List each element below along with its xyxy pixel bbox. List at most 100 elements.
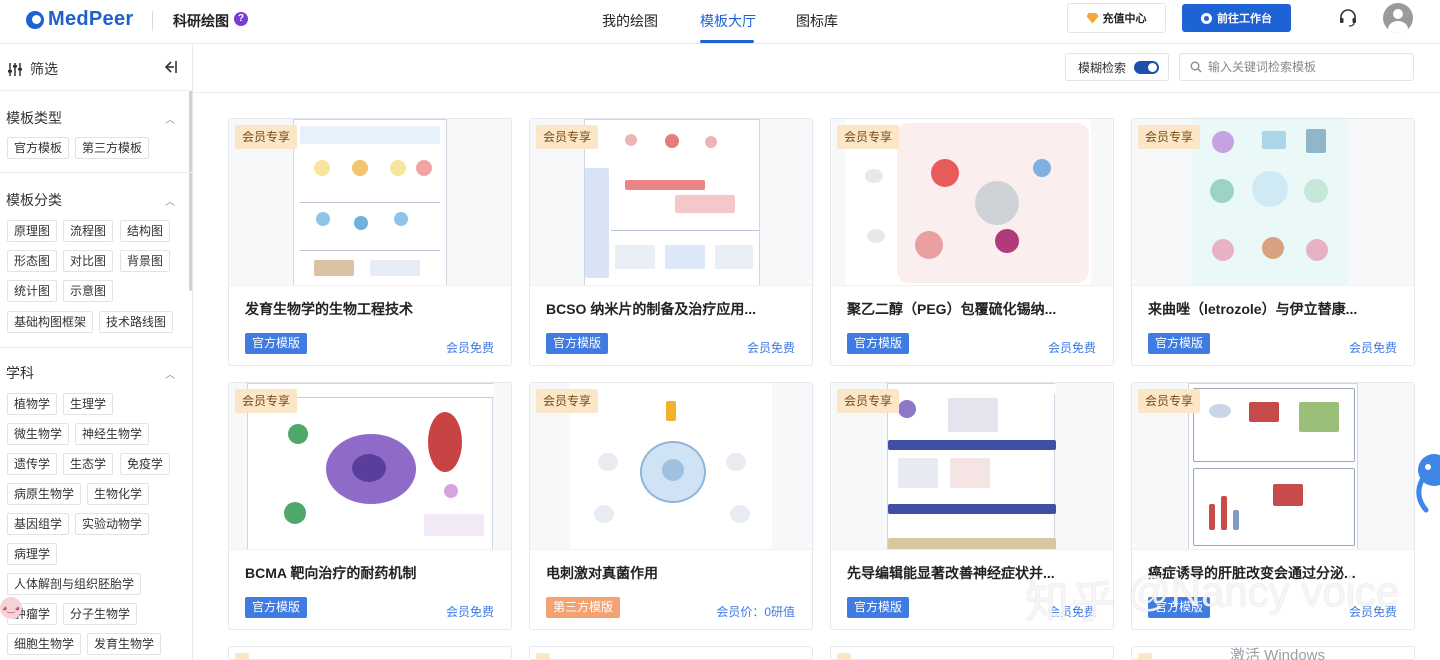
template-thumbnail[interactable] [530, 119, 812, 286]
template-source-tag: 官方模版 [1148, 333, 1211, 354]
header-divider [152, 11, 153, 31]
section-title-template-type: 模板类型 [6, 110, 62, 126]
template-card[interactable]: 会员专享 电刺激对真菌作用 第三方模版 会员价：0研值 [529, 382, 813, 630]
chevron-up-icon[interactable]: ︿ [165, 115, 175, 126]
section-title-template-category: 模板分类 [6, 192, 62, 208]
template-card[interactable] [228, 646, 512, 660]
medpeer-logo-icon [26, 10, 44, 29]
mascot-icon[interactable] [1412, 450, 1440, 514]
nav-template-hall[interactable]: 模板大厅 [700, 13, 756, 29]
template-preview-image [584, 119, 760, 285]
author-watermark: @Nancy voice [1128, 568, 1400, 615]
tag-category[interactable]: 基础构图框架 [7, 311, 94, 333]
template-card[interactable]: 会员专享 癌症诱导的肝脏改变会通过分泌... 官方模版 会员免费 [1131, 382, 1415, 630]
member-exclusive-badge: 会员专享 [837, 389, 900, 413]
toggle-switch[interactable] [1134, 60, 1160, 74]
search-icon [1190, 61, 1202, 73]
fuzzy-search-toggle[interactable]: 模糊检索 [1065, 53, 1169, 81]
template-card[interactable]: 会员专享 发育生物学的生物工程技术 官方模版 会员免费 [228, 118, 512, 366]
tag-discipline[interactable]: 基因组学 [7, 513, 70, 535]
chat-bubble-icon[interactable]: ◕‿◕ [0, 597, 22, 619]
collapse-sidebar-icon[interactable] [162, 59, 178, 75]
member-exclusive-badge [837, 653, 851, 659]
template-source-tag: 官方模版 [245, 333, 308, 354]
nav-my-drawings[interactable]: 我的绘图 [602, 13, 658, 29]
diamond-icon [1086, 12, 1099, 24]
search-input[interactable] [1208, 60, 1398, 74]
tag-discipline[interactable]: 生理学 [63, 393, 114, 415]
tag-discipline[interactable]: 人体解剖与组织胚胎学 [7, 573, 142, 595]
tag-discipline[interactable]: 细胞生物学 [7, 633, 82, 655]
template-search-box[interactable] [1179, 53, 1414, 81]
member-exclusive-badge: 会员专享 [235, 125, 298, 149]
sidebar-scrollbar[interactable] [189, 91, 192, 291]
tag-discipline[interactable]: 植物学 [7, 393, 58, 415]
tag-discipline[interactable]: 免疫学 [120, 453, 171, 475]
template-source-tag: 官方模版 [847, 333, 910, 354]
fuzzy-search-label: 模糊检索 [1078, 60, 1127, 75]
tag-category[interactable]: 原理图 [7, 220, 58, 242]
tag-category[interactable]: 背景图 [120, 250, 171, 272]
recharge-center-button[interactable]: 充值中心 [1067, 3, 1166, 33]
app-name: 科研绘图 [173, 13, 229, 29]
user-avatar[interactable] [1383, 3, 1413, 33]
template-title[interactable]: 发育生物学的生物工程技术 [245, 301, 413, 317]
template-price: 会员免费 [1348, 341, 1397, 355]
section-title-discipline: 学科 [6, 365, 34, 381]
tag-discipline[interactable]: 生态学 [63, 453, 114, 475]
brand-name: MedPeer [48, 8, 134, 30]
tag-category[interactable]: 对比图 [63, 250, 114, 272]
workbench-icon [1201, 12, 1212, 24]
tag-category[interactable]: 示意图 [63, 280, 114, 302]
template-card[interactable]: 会员专享 BCSO 纳米片的制备及治疗应用... 官方模版 会员免费 [529, 118, 813, 366]
template-card[interactable] [529, 646, 813, 660]
template-card[interactable]: 会员专享 聚乙二醇（PEG）包覆硫化锡纳... 官方模版 会员免费 [830, 118, 1114, 366]
brand-logo[interactable]: MedPeer [26, 8, 133, 31]
member-exclusive-badge: 会员专享 [536, 125, 599, 149]
tag-discipline[interactable]: 发育生物学 [87, 633, 162, 655]
chevron-up-icon[interactable]: ︿ [165, 370, 175, 381]
tag-discipline[interactable]: 病理学 [7, 543, 58, 565]
template-price: 会员免费 [1047, 605, 1096, 619]
tag-discipline[interactable]: 神经生物学 [75, 423, 150, 445]
template-source-tag: 官方模版 [847, 597, 910, 618]
filter-sidebar: 筛选 模板类型 ︿ 官方模板 第三方模板 模板分类 ︿ 原理图 流程图 结构图 … [0, 45, 193, 660]
template-card[interactable]: 会员专享 BCMA 靶向治疗的耐药机制 官方模版 会员免费 [228, 382, 512, 630]
tag-category[interactable]: 结构图 [120, 220, 171, 242]
tag-category[interactable]: 形态图 [7, 250, 58, 272]
sidebar-divider [0, 90, 192, 91]
go-to-workbench-button[interactable]: 前往工作台 [1182, 4, 1291, 32]
chevron-up-icon[interactable]: ︿ [165, 197, 175, 208]
tag-category[interactable]: 统计图 [7, 280, 58, 302]
template-preview-image [293, 119, 447, 285]
tag-category[interactable]: 技术路线图 [99, 311, 174, 333]
template-title[interactable]: 来曲唑（letrozole）与伊立替康... [1148, 301, 1358, 317]
template-price: 会员免费 [746, 341, 795, 355]
template-source-tag: 官方模版 [1148, 597, 1211, 618]
tag-discipline[interactable]: 病原生物学 [7, 483, 82, 505]
tag-discipline[interactable]: 遗传学 [7, 453, 58, 475]
customer-service-icon[interactable] [1338, 8, 1358, 28]
template-preview-image [570, 383, 772, 549]
member-exclusive-badge: 会员专享 [1138, 389, 1201, 413]
help-icon[interactable]: ? [234, 12, 248, 26]
tag-discipline[interactable]: 分子生物学 [63, 603, 138, 625]
tag-official-template[interactable]: 官方模板 [7, 137, 70, 159]
tag-third-party-template[interactable]: 第三方模板 [75, 137, 150, 159]
template-card[interactable]: 会员专享 来曲唑（letrozole）与伊立替康... 官方模版 会员免费 [1131, 118, 1415, 366]
template-title[interactable]: 聚乙二醇（PEG）包覆硫化锡纳... [847, 301, 1057, 317]
template-card[interactable]: 会员专享 先导编辑能显著改善神经症状并... 官方模版 会员免费 [830, 382, 1114, 630]
template-price: 会员免费 [1047, 341, 1096, 355]
template-thumbnail[interactable] [1132, 383, 1414, 550]
template-preview-image [1188, 383, 1358, 549]
tag-category[interactable]: 流程图 [63, 220, 114, 242]
tag-discipline[interactable]: 微生物学 [7, 423, 70, 445]
template-title[interactable]: BCMA 靶向治疗的耐药机制 [245, 565, 417, 581]
template-title[interactable]: BCSO 纳米片的制备及治疗应用... [546, 301, 757, 317]
tag-discipline[interactable]: 生物化学 [87, 483, 150, 505]
template-preview-image [887, 383, 1056, 549]
tag-discipline[interactable]: 实验动物学 [75, 513, 150, 535]
nav-icon-library[interactable]: 图标库 [796, 13, 838, 29]
template-title[interactable]: 电刺激对真菌作用 [546, 565, 658, 581]
template-card[interactable] [830, 646, 1114, 660]
